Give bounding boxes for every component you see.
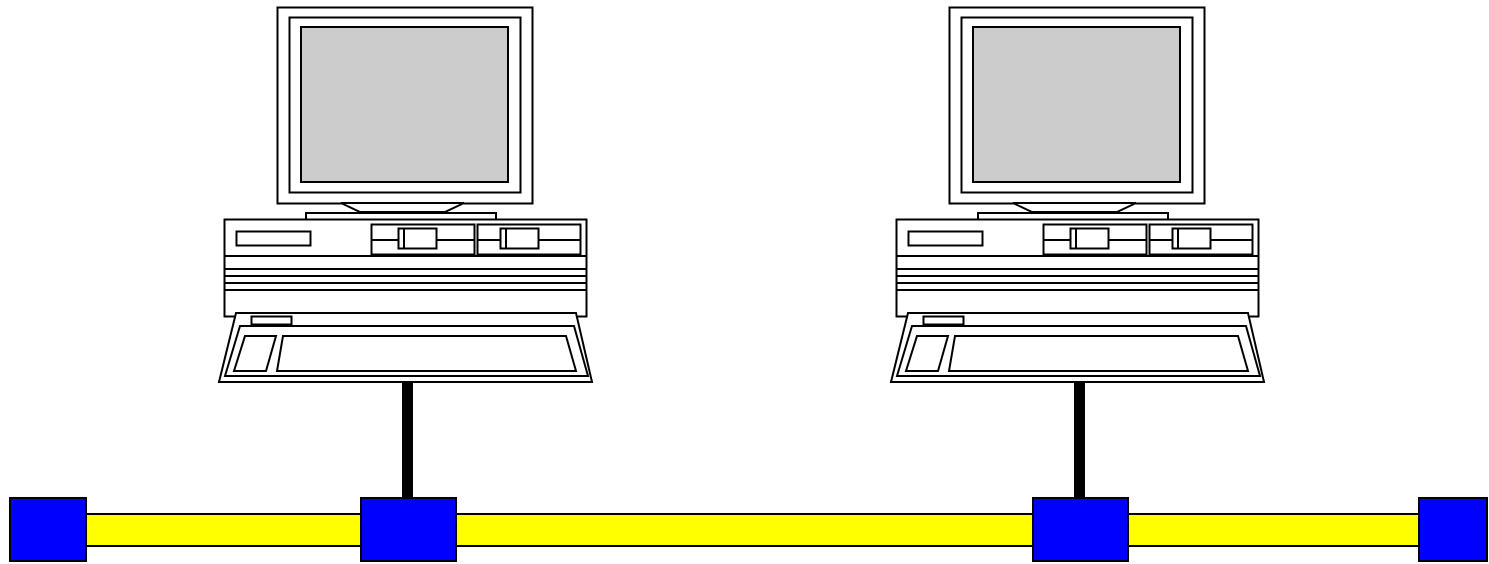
workstation-2-desktop-computer-icon <box>891 8 1264 383</box>
bus-cable <box>86 514 1420 546</box>
drop-cable-1 <box>402 382 413 498</box>
workstation-1-desktop-computer-icon <box>219 8 592 383</box>
tap-node-2 <box>1033 498 1128 561</box>
drop-cable-2 <box>1074 382 1085 498</box>
terminator-right <box>1419 498 1487 561</box>
tap-node-1 <box>361 498 456 561</box>
terminator-left <box>10 498 86 561</box>
